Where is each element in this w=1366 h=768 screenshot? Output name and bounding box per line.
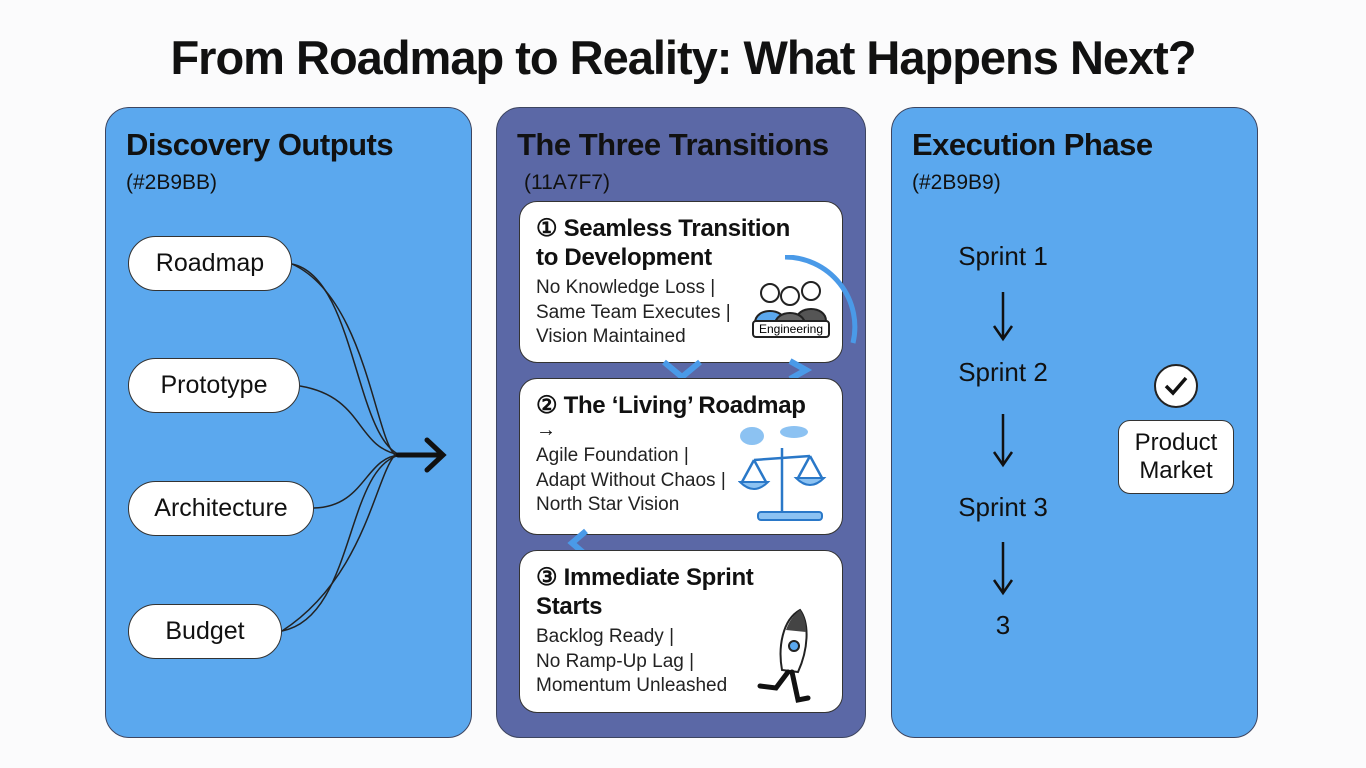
down-arrow-icon — [992, 542, 1014, 596]
transitions-subtitle: (11A7F7) — [524, 171, 610, 194]
transitions-heading: The Three Transitions — [517, 127, 829, 162]
page-title: From Roadmap to Reality: What Happens Ne… — [170, 31, 1196, 84]
product-market-box: Product Market — [1118, 420, 1234, 494]
card-line: Agile Foundation | — [536, 445, 689, 466]
transition-card-2: ② The ‘Living’ Roadmap → Agile Foundatio… — [519, 378, 843, 535]
card-line: Momentum Unleashed — [536, 675, 728, 696]
card-body: No Knowledge Loss | Same Team Executes |… — [536, 276, 826, 350]
discovery-subtitle: (#2B9BB) — [126, 171, 218, 194]
discovery-heading: Discovery Outputs — [126, 127, 394, 162]
card-line: Same Team Executes | — [536, 301, 731, 323]
execution-heading: Execution Phase — [912, 127, 1153, 162]
card-arrow: → — [536, 419, 556, 441]
discovery-item-budget: Budget — [128, 604, 282, 659]
engineering-team-icon: Engineering — [752, 255, 858, 344]
down-arrow-icon — [992, 414, 1014, 468]
balance-scale-icon — [738, 426, 827, 521]
sprint-next: 3 — [995, 610, 1011, 640]
down-arrow-icon — [992, 292, 1014, 342]
down-chevron-icon — [662, 358, 813, 382]
check-circle-icon — [1154, 364, 1198, 408]
discovery-item-prototype: Prototype — [128, 358, 300, 413]
card-line: North Star Vision — [536, 494, 680, 515]
card-line: Adapt Without Chaos | — [536, 469, 726, 491]
card-title: ② The ‘Living’ Roadmap — [536, 392, 806, 419]
discovery-item-roadmap: Roadmap — [128, 236, 292, 291]
engineering-label: Engineering — [759, 322, 823, 336]
card-title: ③ Immediate Sprint Starts — [536, 564, 754, 620]
card-line: No Knowledge Loss | — [536, 277, 716, 298]
card-body: Agile Foundation | Adapt Without Chaos |… — [536, 444, 826, 518]
product-label: Product — [1134, 429, 1218, 456]
card-body: Backlog Ready | No Ramp-Up Lag | Momentu… — [536, 625, 826, 699]
market-label: Market — [1139, 457, 1213, 484]
rocket-runner-icon — [757, 608, 811, 703]
execution-subtitle: (#2B9B9) — [912, 171, 1001, 194]
connector-curves — [281, 263, 447, 632]
card-line: No Ramp-Up Lag | — [536, 650, 695, 672]
card-line: Backlog Ready | — [536, 626, 675, 647]
card-line: Vision Maintained — [536, 326, 686, 347]
sprint-1: Sprint 1 — [958, 241, 1048, 271]
sprint-3: Sprint 3 — [958, 492, 1048, 522]
discovery-item-architecture: Architecture — [128, 481, 314, 536]
sprint-2: Sprint 2 — [958, 357, 1048, 387]
card-title: ① Seamless Transition to Development — [536, 215, 790, 271]
right-arrow-icon — [395, 437, 447, 473]
